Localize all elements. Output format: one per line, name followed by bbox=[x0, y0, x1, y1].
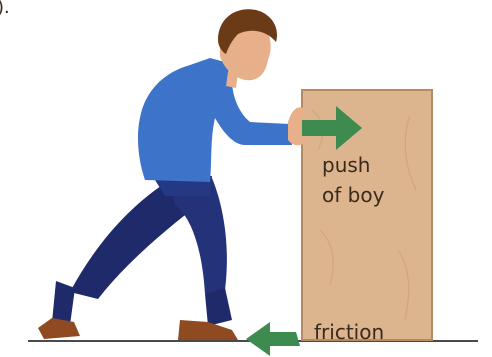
push-label-line-1: push bbox=[322, 153, 370, 177]
friction-label: friction bbox=[314, 320, 384, 344]
boy-figure bbox=[38, 9, 308, 340]
push-label-line-2: of boy bbox=[322, 183, 385, 207]
corner-mark: ). bbox=[0, 0, 10, 18]
friction-arrow bbox=[246, 322, 300, 356]
